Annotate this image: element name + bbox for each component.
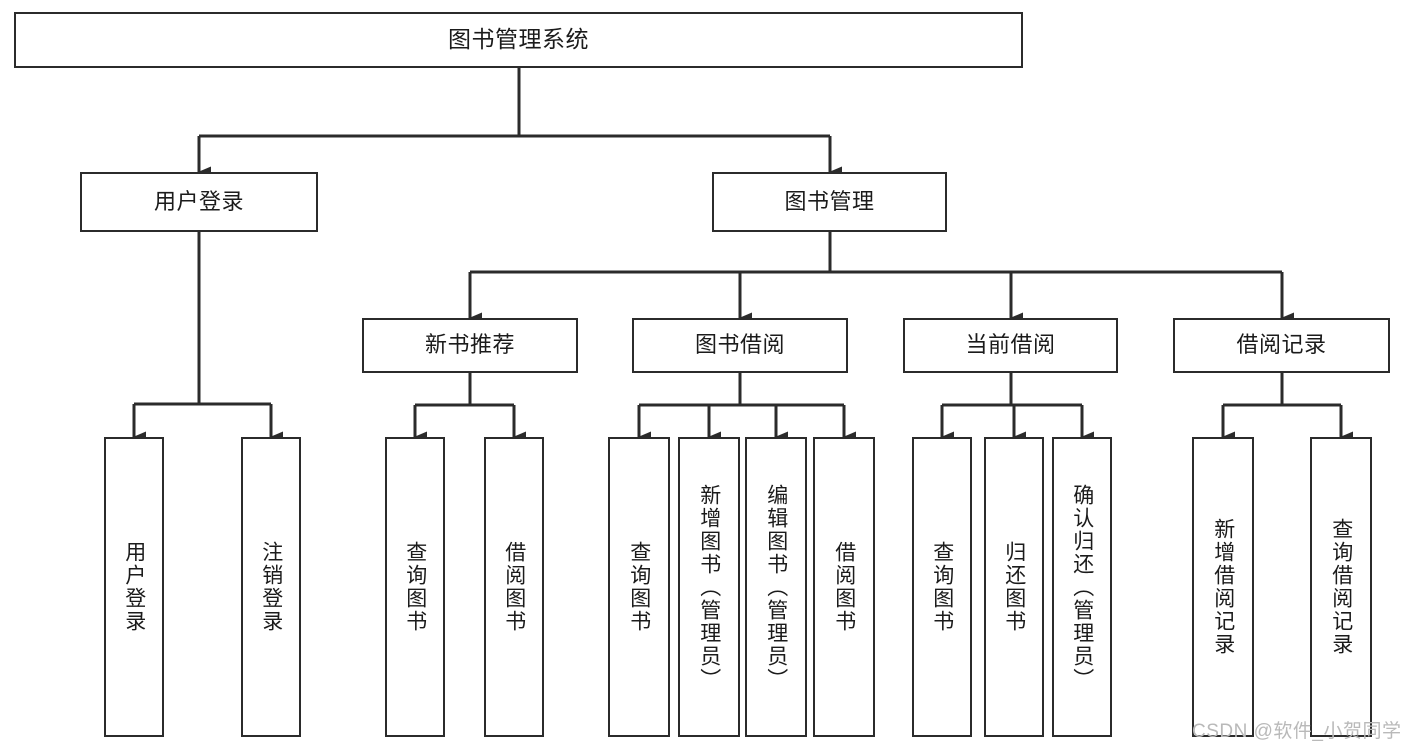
node-leaf-add-book[interactable]: 新增图书（管理员） — [678, 437, 740, 737]
node-leaf-logout[interactable]: 注销登录 — [241, 437, 301, 737]
node-newbook[interactable]: 新书推荐 — [362, 318, 578, 373]
node-login[interactable]: 用户登录 — [80, 172, 318, 232]
node-label-leaf-confirm-return: 确认归还（管理员） — [1070, 483, 1094, 691]
node-label-leaf-user-login: 用户登录 — [122, 541, 146, 633]
node-root[interactable]: 图书管理系统 — [14, 12, 1023, 68]
node-label-leaf-query-book-2: 查询图书 — [627, 541, 651, 633]
watermark-label: CSDN @软件_小贺同学 — [1192, 721, 1402, 742]
edge-group — [132, 68, 1353, 443]
node-leaf-user-login[interactable]: 用户登录 — [104, 437, 164, 737]
node-label-login: 用户登录 — [153, 188, 244, 214]
node-leaf-query-book-3[interactable]: 查询图书 — [912, 437, 972, 737]
node-label-records: 借阅记录 — [1236, 332, 1327, 358]
node-label-leaf-query-record: 查询借阅记录 — [1329, 518, 1353, 656]
node-leaf-query-book-2[interactable]: 查询图书 — [608, 437, 670, 737]
node-current[interactable]: 当前借阅 — [903, 318, 1118, 373]
node-leaf-add-record[interactable]: 新增借阅记录 — [1192, 437, 1254, 737]
node-leaf-confirm-return[interactable]: 确认归还（管理员） — [1052, 437, 1112, 737]
node-label-leaf-edit-book: 编辑图书（管理员） — [764, 483, 788, 691]
node-label-root: 图书管理系统 — [448, 26, 589, 53]
node-leaf-borrow-book-1[interactable]: 借阅图书 — [484, 437, 544, 737]
node-leaf-query-book-1[interactable]: 查询图书 — [385, 437, 445, 737]
node-label-leaf-add-book: 新增图书（管理员） — [697, 483, 721, 691]
node-label-bookmgmt: 图书管理 — [784, 188, 875, 214]
node-label-newbook: 新书推荐 — [424, 332, 515, 358]
node-leaf-edit-book[interactable]: 编辑图书（管理员） — [745, 437, 807, 737]
node-leaf-return-book[interactable]: 归还图书 — [984, 437, 1044, 737]
node-label-borrow: 图书借阅 — [694, 332, 785, 358]
node-leaf-borrow-book-2[interactable]: 借阅图书 — [813, 437, 875, 737]
node-label-leaf-add-record: 新增借阅记录 — [1211, 518, 1235, 656]
node-leaf-query-record[interactable]: 查询借阅记录 — [1310, 437, 1372, 737]
node-label-current: 当前借阅 — [965, 332, 1056, 358]
node-label-leaf-logout: 注销登录 — [259, 541, 283, 633]
node-label-leaf-return-book: 归还图书 — [1002, 541, 1026, 633]
node-label-leaf-query-book-3: 查询图书 — [930, 541, 954, 633]
node-label-leaf-borrow-book-2: 借阅图书 — [832, 541, 856, 633]
node-borrow[interactable]: 图书借阅 — [632, 318, 848, 373]
node-label-leaf-borrow-book-1: 借阅图书 — [502, 541, 526, 633]
node-label-leaf-query-book-1: 查询图书 — [403, 541, 427, 633]
node-bookmgmt[interactable]: 图书管理 — [712, 172, 947, 232]
node-records[interactable]: 借阅记录 — [1173, 318, 1390, 373]
